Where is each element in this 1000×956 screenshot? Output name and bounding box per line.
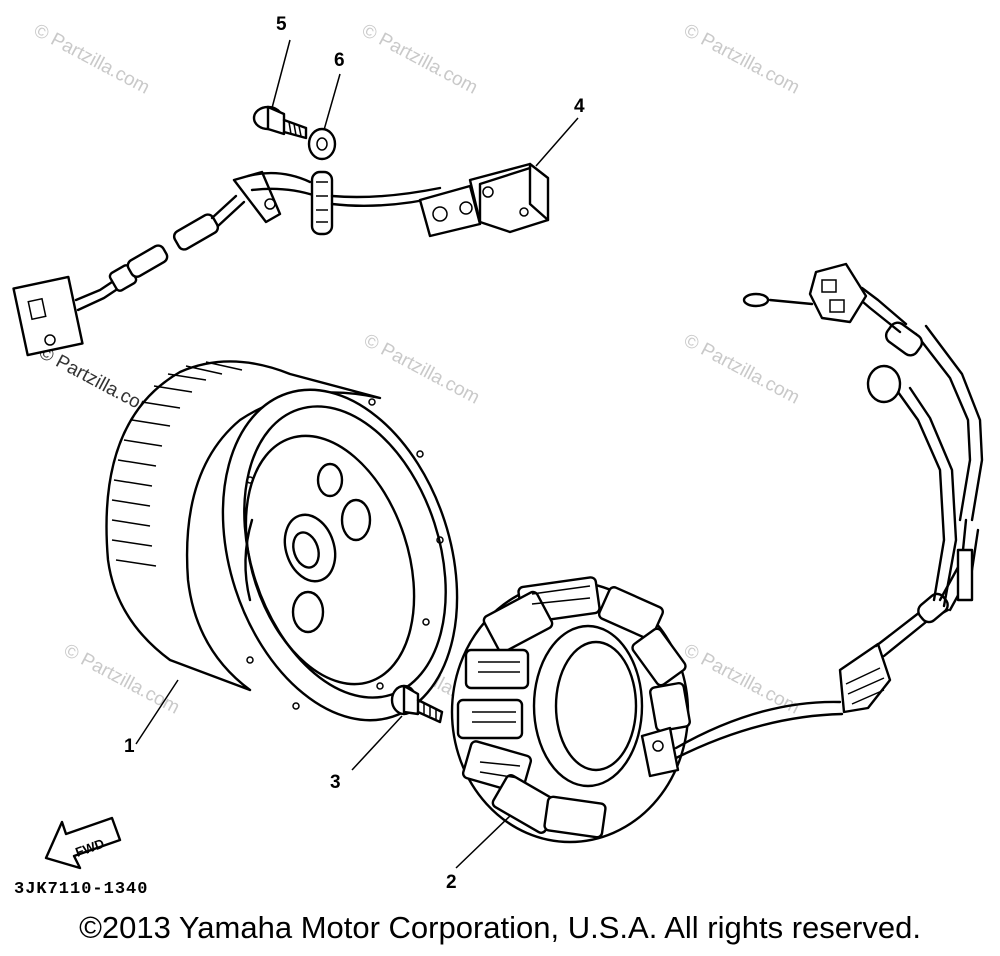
- callout-4: 4: [574, 96, 585, 117]
- drawing-code: 3JK7110-1340: [14, 880, 149, 899]
- pickup-coil-assembly: [12, 162, 550, 357]
- callout-2: 2: [446, 872, 457, 893]
- leader-lines: [135, 39, 579, 869]
- stator-coil: [450, 576, 691, 844]
- fwd-arrow-icon: FWD: [44, 816, 122, 870]
- callout-3: 3: [330, 772, 341, 793]
- callout-5: 5: [276, 14, 287, 35]
- stator-harness: [674, 262, 984, 760]
- callout-1: 1: [124, 736, 135, 757]
- bolt-3: [390, 684, 444, 724]
- bolt-5: [252, 105, 308, 140]
- rotor-flywheel: [105, 360, 459, 722]
- washer-6: [307, 127, 337, 161]
- copyright-notice: ©2013 Yamaha Motor Corporation, U.S.A. A…: [79, 910, 921, 945]
- callout-6: 6: [334, 50, 345, 71]
